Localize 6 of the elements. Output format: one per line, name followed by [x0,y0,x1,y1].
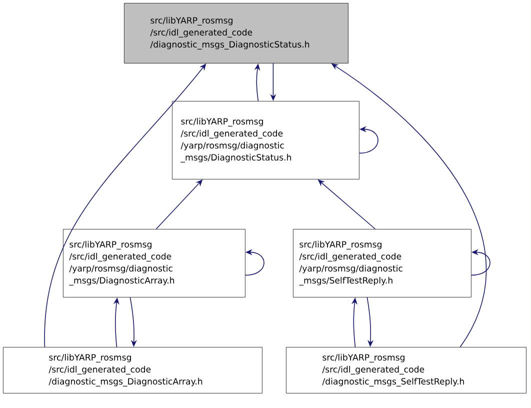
file-box: src/libYARP_rosmsg /src/idl_generated_code /yarp/rosmsg/diagnostic _msgs/DiagnosticStatus.h [172,101,360,180]
file-box: src/libYARP_rosmsg /src/idl_generated_code /diagnostic_msgs_DiagnosticArray.h [3,347,262,394]
file-box: src/libYARP_rosmsg /src/idl_generated_code /diagnostic_msgs_DiagnosticStatus.h [124,3,348,64]
file-box: src/libYARP_rosmsg /src/idl_generated_code /yarp/rosmsg/diagnostic _msgs/SelfTestReply.h [293,229,472,298]
file-box: src/libYARP_rosmsg /src/idl_generated_code /yarp/rosmsg/diagnostic _msgs/DiagnosticArray.h [63,229,246,298]
file-box: src/libYARP_rosmsg /src/idl_generated_code /diagnostic_msgs_SelfTestReply.h [286,347,526,394]
